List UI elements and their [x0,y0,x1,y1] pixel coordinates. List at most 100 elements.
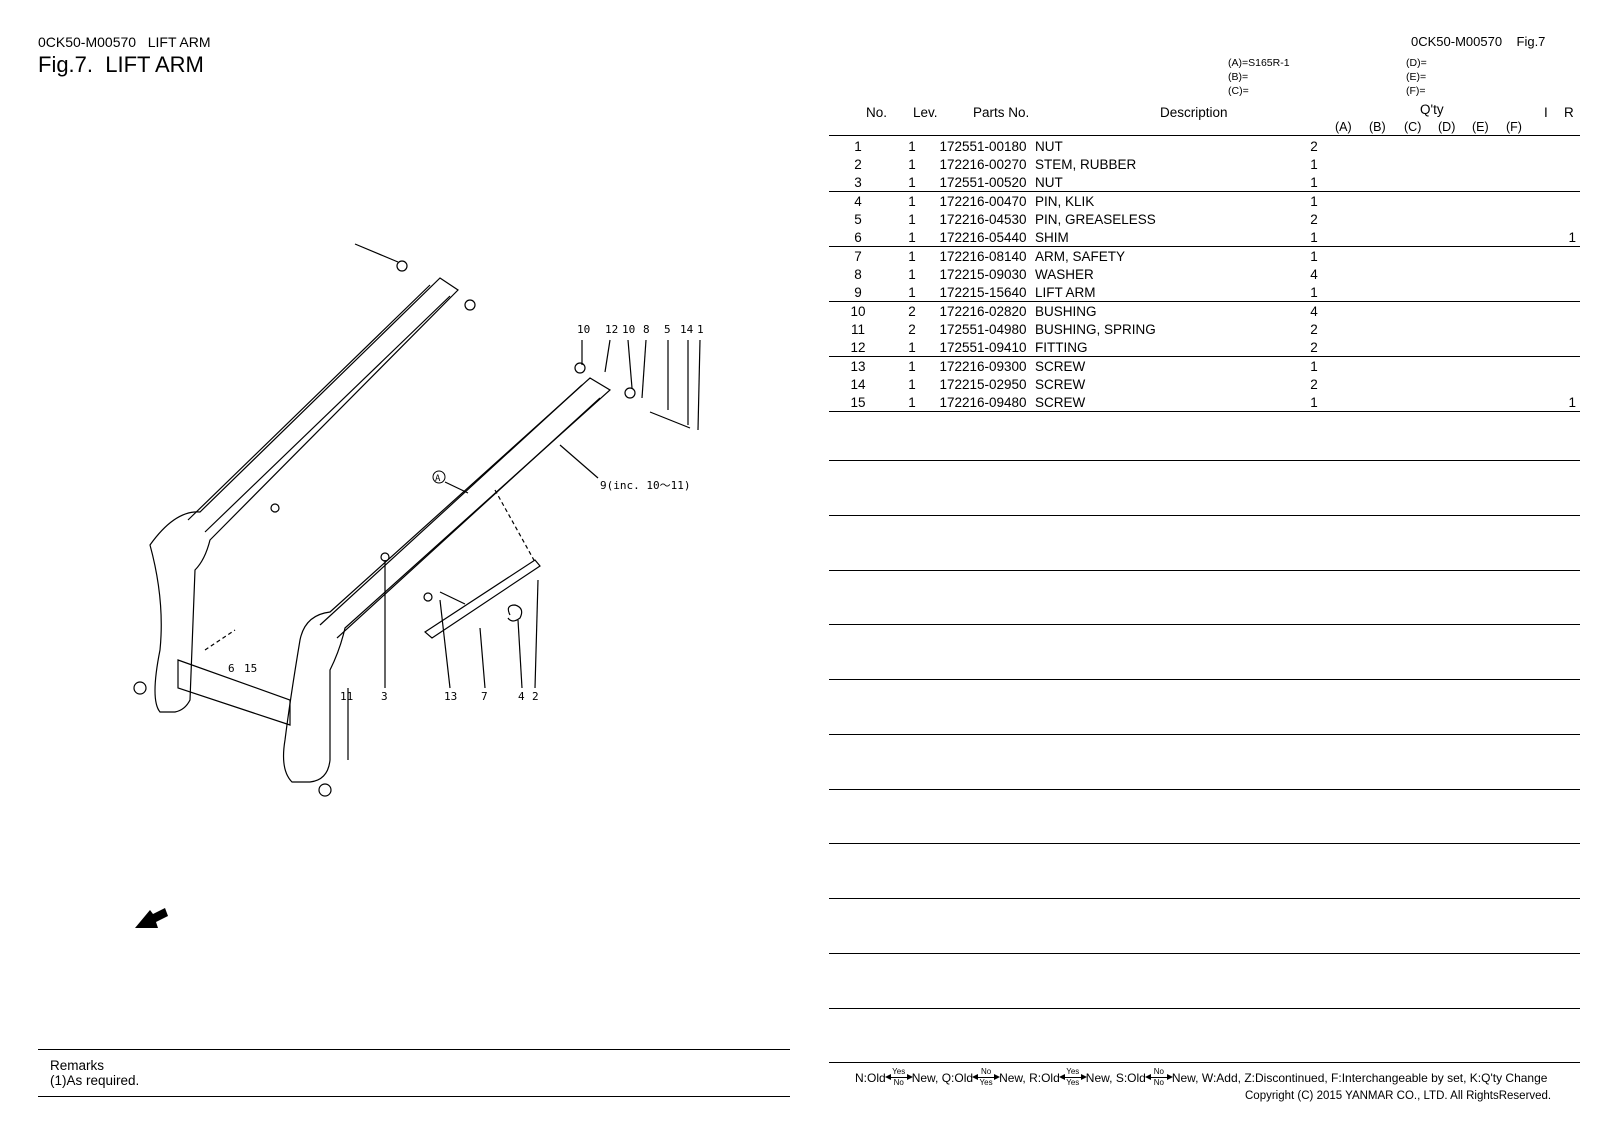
cell-qd [1418,320,1452,338]
callout-9: 9(inc. 10〜11) [600,479,690,492]
callout-10: 10 [622,323,635,336]
cell-i [1520,338,1550,357]
leader-line [697,339,701,431]
cell-qb [1349,357,1384,376]
cell-desc: NUT [1035,138,1063,154]
bushing [318,783,332,797]
cell-qd [1418,357,1452,376]
model-a: (A)=S165R-1 [1228,57,1290,69]
left-arm-outline [149,277,459,713]
legend-r-new: New, [1085,1070,1113,1085]
figure-ref: Fig.7 [1516,34,1546,49]
catalog-code-r: 0CK50-M00570 [1411,34,1503,49]
leader-line [641,339,647,399]
bushing [464,299,476,311]
legend-n-old: N:Old [855,1070,886,1085]
callout-labels: 10 12 10 8 5 14 1 9(inc. 10〜11) A 6 15 1… [228,323,704,703]
cell-qb [1349,137,1384,155]
col-qty: Q'ty [1420,102,1444,117]
cell-qd [1418,155,1452,173]
klik-pin [507,604,523,622]
col-qty-f: (F) [1506,120,1522,134]
cell-qb [1349,173,1384,192]
cell-qe [1452,192,1486,211]
cell-r [1550,283,1580,302]
cell-desc: SCREW [1035,376,1086,392]
cell-qa: 1 [1279,228,1349,247]
cell-qa: 2 [1310,211,1318,227]
cell-qe [1452,155,1486,173]
blank-rule [829,515,1580,516]
cell-lev: 1 [908,156,916,172]
col-description: Description [1160,105,1228,120]
callout-1: 1 [697,323,704,336]
blank-rule [829,1062,1580,1063]
cell-qf [1486,137,1520,155]
cell-r: 1 [1550,393,1580,412]
callout-a: A [435,474,441,484]
cell-qa: 1 [1279,393,1349,412]
cell-no: 9 [829,283,887,302]
cell-i [1520,228,1550,247]
header-rule [829,135,1580,136]
cell-qb [1349,283,1384,302]
cell-lev: 1 [908,193,916,209]
cell-lev: 1 [908,266,916,282]
cell-qb [1349,338,1384,357]
arrow-bottom: No [893,1078,904,1087]
double-arrow-icon [1144,1074,1173,1080]
cell-qe [1452,357,1486,376]
cell-qe [1452,338,1486,357]
blank-rule [829,734,1580,735]
cell-r [1550,173,1580,192]
remarks-title: Remarks [50,1058,105,1073]
model-d: (D)= [1406,57,1427,69]
cell-qa: 2 [1310,321,1318,337]
figure-name: LIFT ARM [105,52,204,77]
cell-r [1550,137,1580,155]
cell-qc [1384,155,1418,173]
cell-part: 172216-00270 [939,156,1027,172]
cell-qc [1384,393,1418,412]
cell-qa: 4 [1310,303,1318,319]
legend-r-old: R:Old [1029,1070,1060,1085]
col-i: I [1544,105,1548,120]
view-direction-arrow-icon [135,908,168,928]
cell-qd [1418,265,1452,283]
cell-lev: 1 [887,228,937,247]
cell-qa: 1 [1310,156,1318,172]
cell-i [1520,393,1550,412]
cell-qa: 1 [1310,358,1318,374]
blank-rule [829,898,1580,899]
cell-qf [1486,192,1520,211]
cell-qe [1452,393,1486,412]
callout-5: 5 [664,323,671,336]
cell-qf [1486,375,1520,393]
cell-qa: 4 [1310,266,1318,282]
cell-i [1520,265,1550,283]
cell-qe [1452,375,1486,393]
blank-rule [829,789,1580,790]
cell-qc [1384,375,1418,393]
cell-desc: SHIM [1029,228,1279,247]
catalog-code: 0CK50-M00570 [38,34,137,50]
cell-qb [1349,192,1384,211]
cell-qd [1418,247,1452,266]
cell-no: 1 [854,138,862,154]
cell-qc [1384,228,1418,247]
remarks-top-rule [38,1049,790,1050]
cell-qd [1418,210,1452,228]
cell-qe [1452,265,1486,283]
legend-q-old: Q:Old [941,1070,974,1085]
cross-tube [177,659,291,726]
right-arm-edge [319,384,583,626]
cell-desc: PIN, GREASELESS [1035,211,1156,227]
cell-part: 172216-05440 [937,228,1029,247]
cell-i [1520,192,1550,211]
right-arm-edge [336,397,601,639]
cell-lev: 1 [887,283,937,302]
